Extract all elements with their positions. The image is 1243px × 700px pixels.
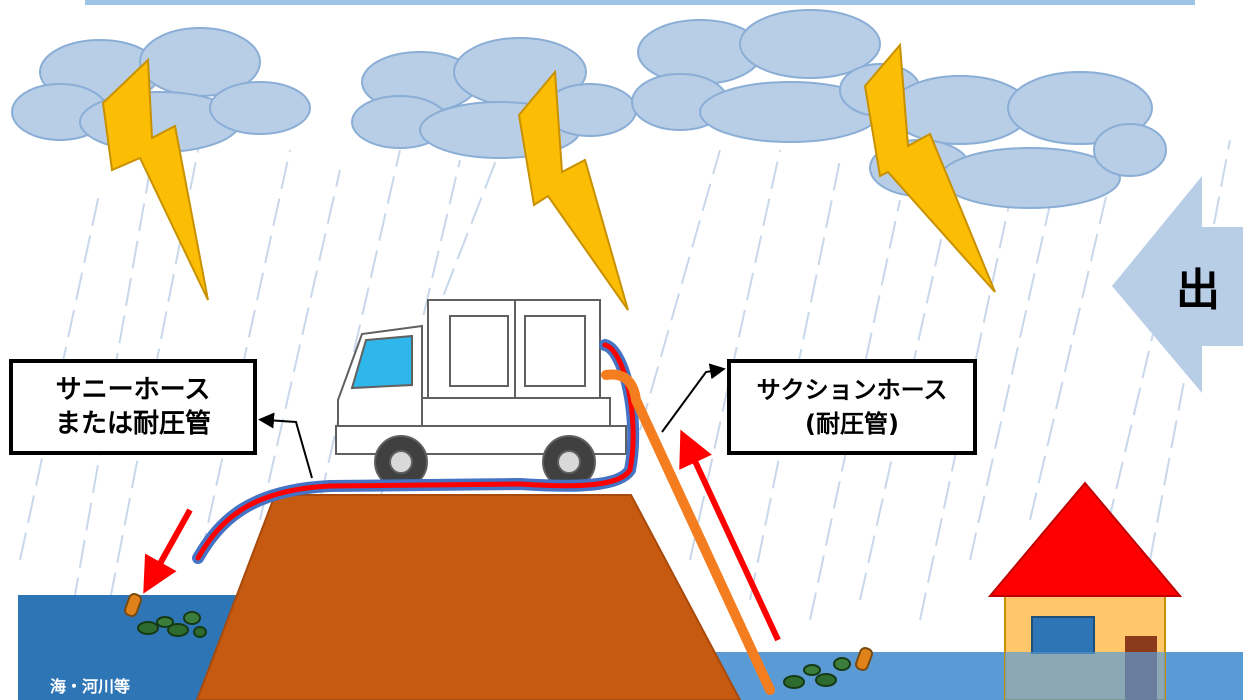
suction-hose-label: サクションホース (耐圧管) [727,359,977,455]
debris-icon [124,593,207,638]
label-left-line1: サニーホース [55,375,211,405]
discharge-hose-label: サニーホース または耐圧管 [9,359,257,455]
water-body-label: 海・河川等 [50,677,131,696]
cloud-icon [631,9,921,143]
house-icon [987,481,1183,700]
suction-hose [601,369,775,695]
embankment [195,494,742,700]
debris-icon [783,647,873,689]
lightning-icon [101,57,209,301]
pump-truck-icon [335,299,627,489]
top-edge-line [85,0,1195,5]
cloud-icon [351,37,637,159]
label-left-line2: または耐圧管 [54,409,211,439]
lightning-icon [863,42,996,293]
label-right-line2: (耐圧管) [805,410,899,438]
label-right-line1: サクションホース [756,376,948,404]
big-arrow-icon [1112,176,1243,393]
big-arrow-text: 出 [1176,265,1220,316]
discharge-hose-core [195,342,636,561]
leader-left [258,412,313,479]
inflow-arrow [679,429,781,642]
outflow-arrow [143,508,193,594]
leader-right [661,363,726,433]
lightning-icon [517,69,629,311]
